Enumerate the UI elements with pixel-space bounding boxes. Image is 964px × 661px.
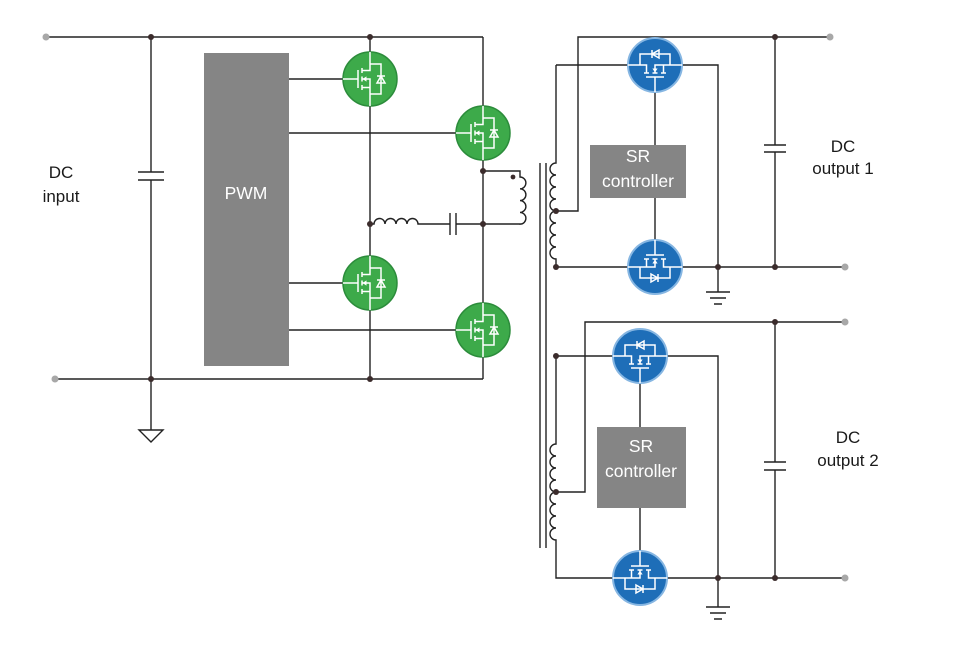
primary-mosfet-2 <box>455 105 511 161</box>
output-2-label-line1: DC <box>836 428 861 447</box>
output-2-top-rail <box>556 321 845 493</box>
junction-dot <box>367 376 373 382</box>
rectifier-3-drain-line <box>556 355 719 607</box>
output-1-terminal-top <box>826 33 834 41</box>
input-terminal-bottom <box>51 375 59 383</box>
junction-dot <box>772 264 778 270</box>
sr-controller-1-body <box>590 145 686 198</box>
sr-controller-2-label-line2: controller <box>605 461 677 481</box>
primary-mosfet-1 <box>342 51 398 107</box>
resonant-capacitor <box>449 213 483 235</box>
junction-dot <box>480 168 486 174</box>
output-2-capacitor <box>764 461 786 471</box>
terminals <box>42 33 849 582</box>
pwm-block: PWM <box>204 53 289 366</box>
junction-dot <box>553 353 559 359</box>
output-1-terminal-bottom <box>841 263 849 271</box>
junction-dot <box>772 34 778 40</box>
junction-dot <box>148 376 154 382</box>
junction-dot <box>480 221 486 227</box>
input-capacitor <box>138 171 164 181</box>
junction-dot <box>715 264 721 270</box>
sr-controller-1-label-line2: controller <box>602 171 674 191</box>
secondary-winding-2 <box>549 356 845 579</box>
output-2-terminal-bottom <box>841 574 849 582</box>
output-2-label-line2: output 2 <box>817 451 878 470</box>
resonant-inductor <box>370 217 450 225</box>
junction-dot <box>367 34 373 40</box>
sr-controller-1: SR controller <box>590 145 686 198</box>
rectifier-mosfet-2 <box>627 239 683 295</box>
rectifier-1-drain-line <box>556 64 719 292</box>
junction-dot <box>553 489 559 495</box>
rectifier-mosfet-4 <box>612 550 668 606</box>
input-label-line2: input <box>43 187 80 206</box>
sr-controller-2-body <box>597 427 686 508</box>
input-terminal-top <box>42 33 50 41</box>
junction-dot <box>148 34 154 40</box>
junction-dot <box>553 208 559 214</box>
sr-controller-1-label-line1: SR <box>626 146 650 166</box>
input-label-line1: DC <box>49 163 74 182</box>
pwm-block-body <box>204 53 289 366</box>
output-2-wiring <box>549 321 845 620</box>
output-1-label-line1: DC <box>831 137 856 156</box>
rectifier-mosfet-1 <box>627 37 683 93</box>
junction-dot <box>553 264 559 270</box>
rectifier-mosfet-3 <box>612 328 668 384</box>
transformer-core <box>539 163 547 548</box>
ground-symbol <box>706 606 730 620</box>
output-1-capacitor <box>764 144 786 153</box>
output-1-label-line2: output 1 <box>812 159 873 178</box>
primary-mosfet-4 <box>455 302 511 358</box>
output-2-terminal-top <box>841 318 849 326</box>
ground-symbol <box>706 291 730 305</box>
junction-dots <box>148 34 778 581</box>
pwm-label: PWM <box>225 183 268 203</box>
sr-controller-2: SR controller <box>597 427 686 508</box>
junction-dot <box>367 221 373 227</box>
junction-dot <box>772 575 778 581</box>
polarity-dot <box>510 174 516 180</box>
sr-controller-2-label-line1: SR <box>629 436 653 456</box>
ground-symbol <box>137 429 165 443</box>
primary-mosfet-3 <box>342 255 398 311</box>
junction-dot <box>715 575 721 581</box>
output-1-top-rail <box>556 36 830 212</box>
primary-side-wiring <box>46 36 527 443</box>
primary-winding <box>483 170 527 225</box>
junction-dot <box>772 319 778 325</box>
